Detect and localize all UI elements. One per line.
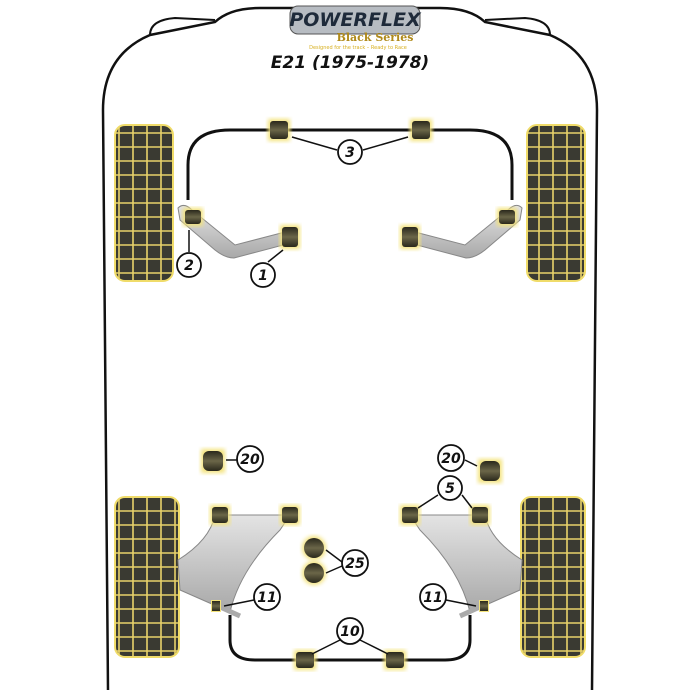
bushing-10-right bbox=[384, 650, 406, 670]
rear-left-drop-link bbox=[216, 603, 242, 619]
callout-2: 2 bbox=[176, 252, 202, 278]
front-anti-roll-bar bbox=[186, 128, 514, 200]
bushing-20-right bbox=[478, 459, 502, 483]
callout-25: 25 bbox=[341, 549, 369, 577]
right-mirror-outline bbox=[484, 16, 551, 36]
callout-11-right: 11 bbox=[419, 583, 447, 611]
svg-text:1: 1 bbox=[258, 268, 268, 284]
rear-right-drop-link bbox=[458, 603, 484, 619]
callout-20-right: 20 bbox=[437, 444, 465, 472]
bushing-1-right bbox=[400, 225, 420, 249]
bushing-2-right bbox=[497, 208, 517, 226]
bushings bbox=[183, 119, 517, 670]
bushing-2-left bbox=[183, 208, 203, 226]
bushing-20-left bbox=[201, 449, 225, 473]
tyre-rear-left bbox=[114, 496, 180, 658]
svg-text:5: 5 bbox=[445, 481, 455, 497]
powerflex-logo: POWERFLEX Black Series Designed for the … bbox=[289, 5, 422, 51]
svg-text:3: 3 bbox=[345, 145, 355, 161]
svg-text:20: 20 bbox=[441, 451, 461, 467]
page-title: E21 (1975-1978) bbox=[271, 53, 429, 73]
svg-text:11: 11 bbox=[257, 590, 276, 606]
svg-text:10: 10 bbox=[340, 624, 360, 640]
bushing-5-left-a bbox=[210, 505, 230, 525]
svg-text:2: 2 bbox=[184, 258, 194, 274]
bushing-5-left-b bbox=[280, 505, 300, 525]
bushing-11-right bbox=[479, 600, 489, 612]
tyre-front-left bbox=[114, 124, 174, 282]
svg-text:25: 25 bbox=[345, 556, 365, 572]
bushing-25-top bbox=[302, 536, 326, 560]
bushing-3-left bbox=[268, 119, 290, 141]
callout-3: 3 bbox=[337, 139, 363, 165]
rear-anti-roll-bar bbox=[228, 615, 472, 662]
logo-series: Black Series bbox=[337, 31, 414, 44]
callout-11-left: 11 bbox=[253, 583, 281, 611]
callout-5: 5 bbox=[437, 475, 463, 501]
svg-text:11: 11 bbox=[423, 590, 442, 606]
tyres bbox=[114, 124, 586, 658]
bushing-10-left bbox=[294, 650, 316, 670]
bushing-5-right-b bbox=[470, 505, 490, 525]
bushing-1-left bbox=[280, 225, 300, 249]
bushing-11-left bbox=[211, 600, 221, 612]
tyre-front-right bbox=[526, 124, 586, 282]
bushing-5-right-a bbox=[400, 505, 420, 525]
left-mirror-outline bbox=[149, 16, 216, 36]
leader-lines bbox=[188, 136, 478, 655]
svg-text:20: 20 bbox=[240, 452, 260, 468]
callout-1: 1 bbox=[250, 262, 276, 288]
tyre-rear-right bbox=[520, 496, 586, 658]
bushing-3-right bbox=[410, 119, 432, 141]
bushing-25-bottom bbox=[302, 561, 326, 585]
callout-10: 10 bbox=[336, 617, 364, 645]
logo-brand: POWERFLEX bbox=[289, 9, 422, 31]
logo-tagline: Designed for the track – Ready to Race bbox=[309, 45, 407, 51]
callout-20-left: 20 bbox=[236, 445, 264, 473]
